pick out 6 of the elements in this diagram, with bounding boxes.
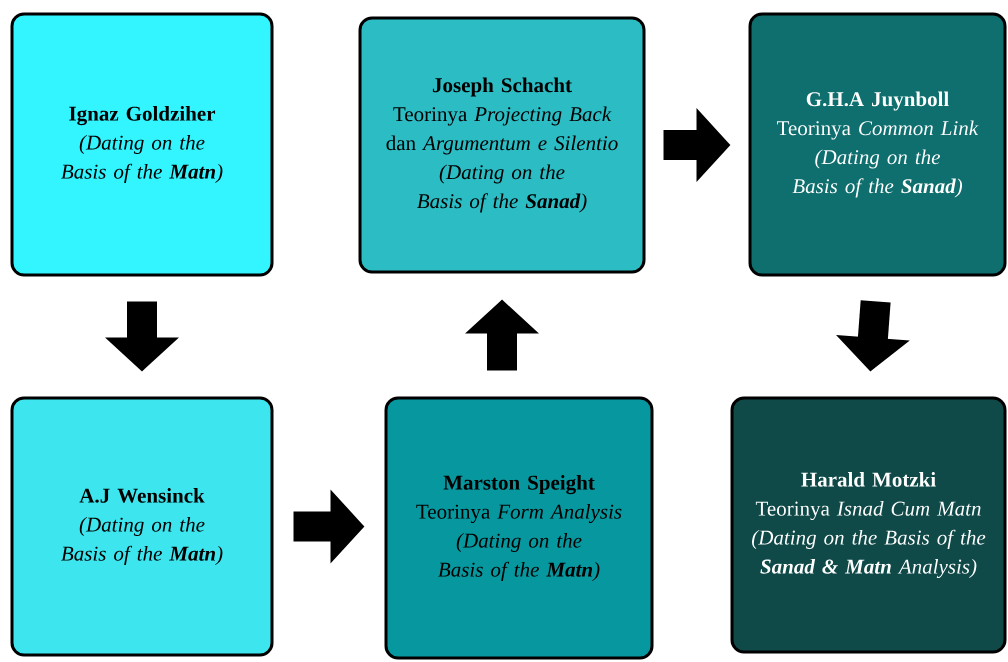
- person-box: Ignaz Goldziher (Dating on the Basis of the Matn): [10, 12, 274, 277]
- person-box: A.J Wensinck (Dating on the Basis of the Matn): [10, 396, 274, 657]
- person-box: Harald Motzki Teorinya Isnad Cum Matn (Dating on the Basis of the Sanad & Matn Analysis): [730, 396, 1007, 654]
- person-box: G.H.A Juynboll Teorinya Common Link (Dating on the Basis of the Sanad): [748, 12, 1007, 277]
- person-box: Marston Speight Teorinya Form Analysis (Dating on the Basis of the Matn): [384, 396, 654, 660]
- person-box: Joseph Schacht Teorinya Projecting Back dan Argumentum e Silentio (Dating on the Basis of the Sanad): [358, 16, 646, 274]
